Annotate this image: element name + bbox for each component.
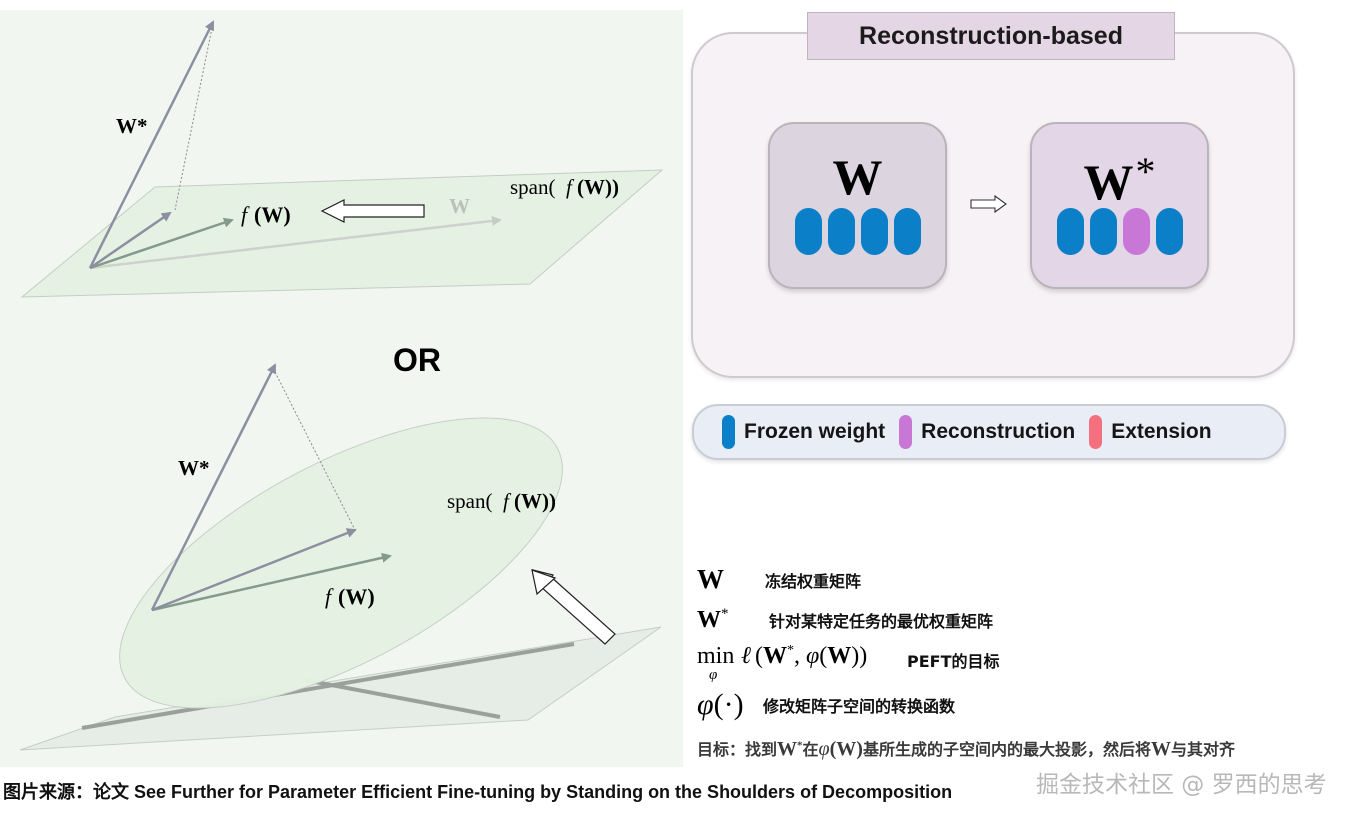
span-label-prefix: span( <box>447 489 493 513</box>
w-star-label: W* <box>116 114 148 138</box>
source-matrix-label: W <box>832 149 883 205</box>
hollow-up-arrow-shaft <box>539 575 616 645</box>
note-symbol-w-star: W* <box>697 606 729 633</box>
w-label: W <box>449 194 470 218</box>
target-matrix-box: W* <box>1030 122 1209 289</box>
bottom-subspace-diagram: W* f (W) span( f (W)) <box>19 363 662 751</box>
legend-label: Extension <box>1111 420 1212 443</box>
note-text: 冻结权重矩阵 <box>765 571 862 591</box>
note-symbol-objective: min φ ℓ (W*, φ(W)) <box>697 643 868 683</box>
w-vector <box>89 215 502 270</box>
f-w-label-f: f <box>241 202 250 227</box>
legend-item-frozen: Frozen weight <box>722 415 885 449</box>
note-text: 针对某特定任务的最优权重矩阵 <box>769 612 994 631</box>
weight-cell-frozen <box>1155 208 1183 255</box>
watermark: 掘金技术社区 @ 罗西的思考 <box>1036 772 1327 798</box>
projection-vector <box>151 528 357 612</box>
source-matrix-cells <box>770 208 945 255</box>
w-star-vector <box>88 20 215 269</box>
legend-item-reconstruction: Reconstruction <box>899 415 1075 449</box>
weight-cell-frozen <box>860 208 888 255</box>
target-matrix-cells <box>1032 208 1207 255</box>
reconstruction-title: Reconstruction-based <box>807 12 1175 60</box>
legend-swatch <box>722 415 735 449</box>
legend-swatch <box>899 415 913 449</box>
w-star-label: W* <box>178 456 210 480</box>
f-w-label-w: (W) <box>338 584 375 609</box>
projection-vector <box>89 211 172 270</box>
top-subspace-diagram: W* f (W) W span( f (W)) <box>20 20 664 298</box>
span-ellipse <box>119 417 563 709</box>
projection-dotted-line <box>274 371 357 533</box>
subspace-diagram-svg: W* f (W) W span( f (W)) W* f (W) span( <box>19 20 664 751</box>
f-w-label-w: (W) <box>254 202 291 227</box>
weight-cell-frozen <box>1056 208 1084 255</box>
source-matrix-box: W <box>768 122 947 289</box>
goal-statement: 目标：找到W*在φ(W)基所生成的子空间内的最大投影，然后将W与其对齐 <box>697 738 1235 760</box>
base-line-2 <box>304 678 501 719</box>
weight-cell-frozen <box>1089 208 1117 255</box>
span-label-f: f <box>566 175 575 199</box>
right-double-arrow-icon <box>970 194 1007 214</box>
paper-title: See Further for Parameter Efficient Fine… <box>129 782 953 802</box>
projection-dotted-line <box>174 27 213 211</box>
weight-cell-frozen <box>893 208 921 255</box>
note-symbol-phi: φ(·) <box>697 688 744 721</box>
weight-cell-reconstruction <box>1122 208 1150 255</box>
hollow-left-arrow-icon <box>320 199 425 223</box>
note-phi: φ(·) 修改矩阵子空间的转换函数 <box>697 688 955 722</box>
legend-label: Reconstruction <box>921 420 1076 443</box>
legend-label: Frozen weight <box>744 420 886 443</box>
span-label-prefix: span( <box>510 175 556 199</box>
span-label-f: f <box>503 489 512 513</box>
note-w: W 冻结权重矩阵 <box>697 564 861 595</box>
note-text: PEFT的目标 <box>907 652 1000 671</box>
note-text: 修改矩阵子空间的转换函数 <box>763 697 956 716</box>
weight-cell-frozen <box>827 208 855 255</box>
span-plane <box>20 169 664 298</box>
f-w-label-f: f <box>325 584 334 609</box>
legend-item-extension: Extension <box>1089 415 1212 449</box>
note-w-star: W* 针对某特定任务的最优权重矩阵 <box>697 606 993 634</box>
hollow-up-arrow-head <box>531 569 557 596</box>
span-label-w: (W)) <box>577 175 619 199</box>
span-label-w: (W)) <box>514 489 556 513</box>
note-symbol-w: W <box>697 564 724 594</box>
f-w-vector <box>89 217 234 270</box>
note-objective: min φ ℓ (W*, φ(W)) PEFT的目标 <box>697 643 1000 687</box>
f-w-vector <box>151 552 392 612</box>
target-matrix-label: W* <box>1083 149 1156 210</box>
or-separator: OR <box>393 342 441 378</box>
w-star-vector <box>150 363 277 611</box>
subspace-diagram-panel: W* f (W) W span( f (W)) W* f (W) span( <box>0 10 683 767</box>
weight-cell-frozen <box>794 208 822 255</box>
legend-swatch <box>1089 415 1103 449</box>
legend: Frozen weight Reconstruction Extension <box>692 404 1286 460</box>
image-source-caption: 图片来源：论文 See Further for Parameter Effici… <box>3 782 953 803</box>
